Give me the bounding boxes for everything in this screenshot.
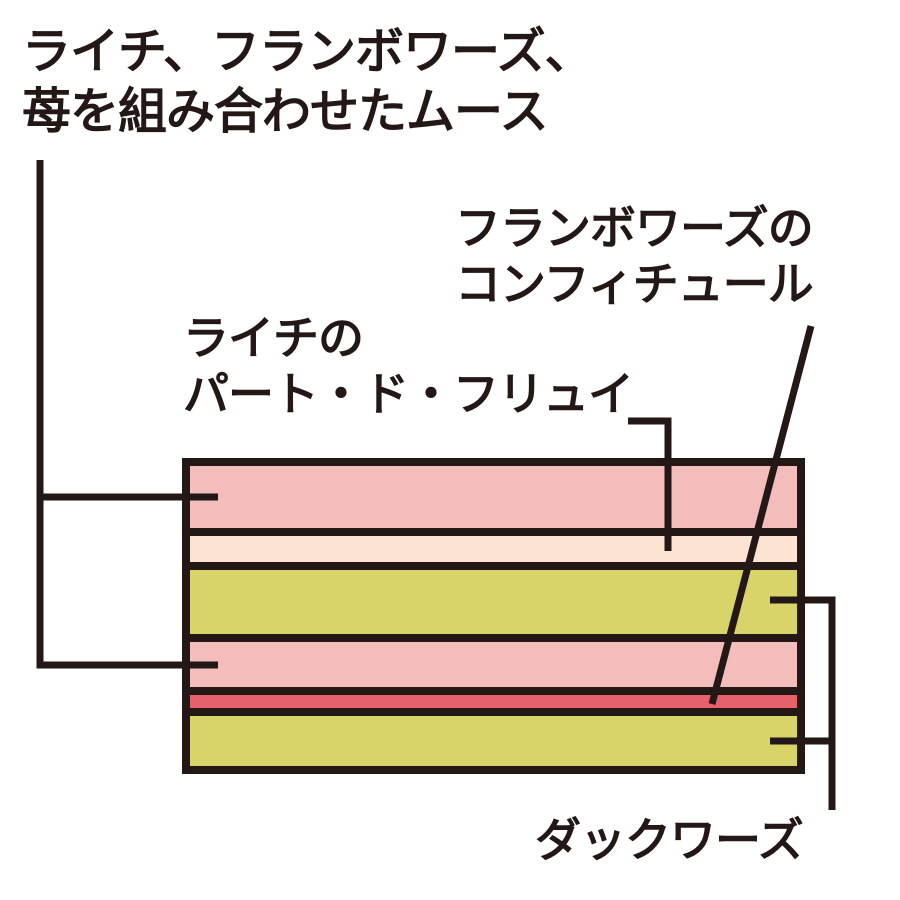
label-pate-de-fruits: ライチの パート・ド・フリュイ (183, 310, 634, 422)
label-mousse-line2: 苺を組み合わせたムース (22, 82, 549, 140)
leader-lines (36, 160, 836, 810)
layer-mousse-bottom (186, 638, 801, 691)
label-dacquoise: ダックワーズ (535, 812, 804, 868)
label-mousse: ライチ、フランボワーズ、 苺を組み合わせたムース (22, 22, 594, 142)
layer-confiture (186, 691, 801, 712)
leader-line-dacquoise (770, 596, 836, 810)
leader-line-mousse (36, 160, 218, 669)
cake-layers (186, 462, 801, 770)
label-dacquoise-text: ダックワーズ (535, 813, 804, 867)
layer-pate-de-fruits (186, 532, 801, 566)
label-confiture-line2: コンフィチュール (455, 257, 814, 312)
label-pate-de-fruits-line2: パート・ド・フリュイ (183, 367, 634, 422)
layer-separators (186, 528, 801, 716)
label-mousse-line1: ライチ、フランボワーズ、 (22, 23, 594, 80)
label-confiture-line1: フランボワーズの (455, 201, 814, 255)
leader-line-confiture (708, 325, 815, 705)
cake-outline (182, 458, 805, 774)
layer-dacquoise-top (186, 566, 801, 638)
label-pate-de-fruits-line1: ライチの (183, 311, 364, 365)
layer-dacquoise-bottom (186, 712, 801, 770)
layer-mousse-top (186, 462, 801, 532)
label-confiture: フランボワーズの コンフィチュール (455, 200, 814, 312)
leader-line-pate-de-fruits (628, 417, 672, 551)
